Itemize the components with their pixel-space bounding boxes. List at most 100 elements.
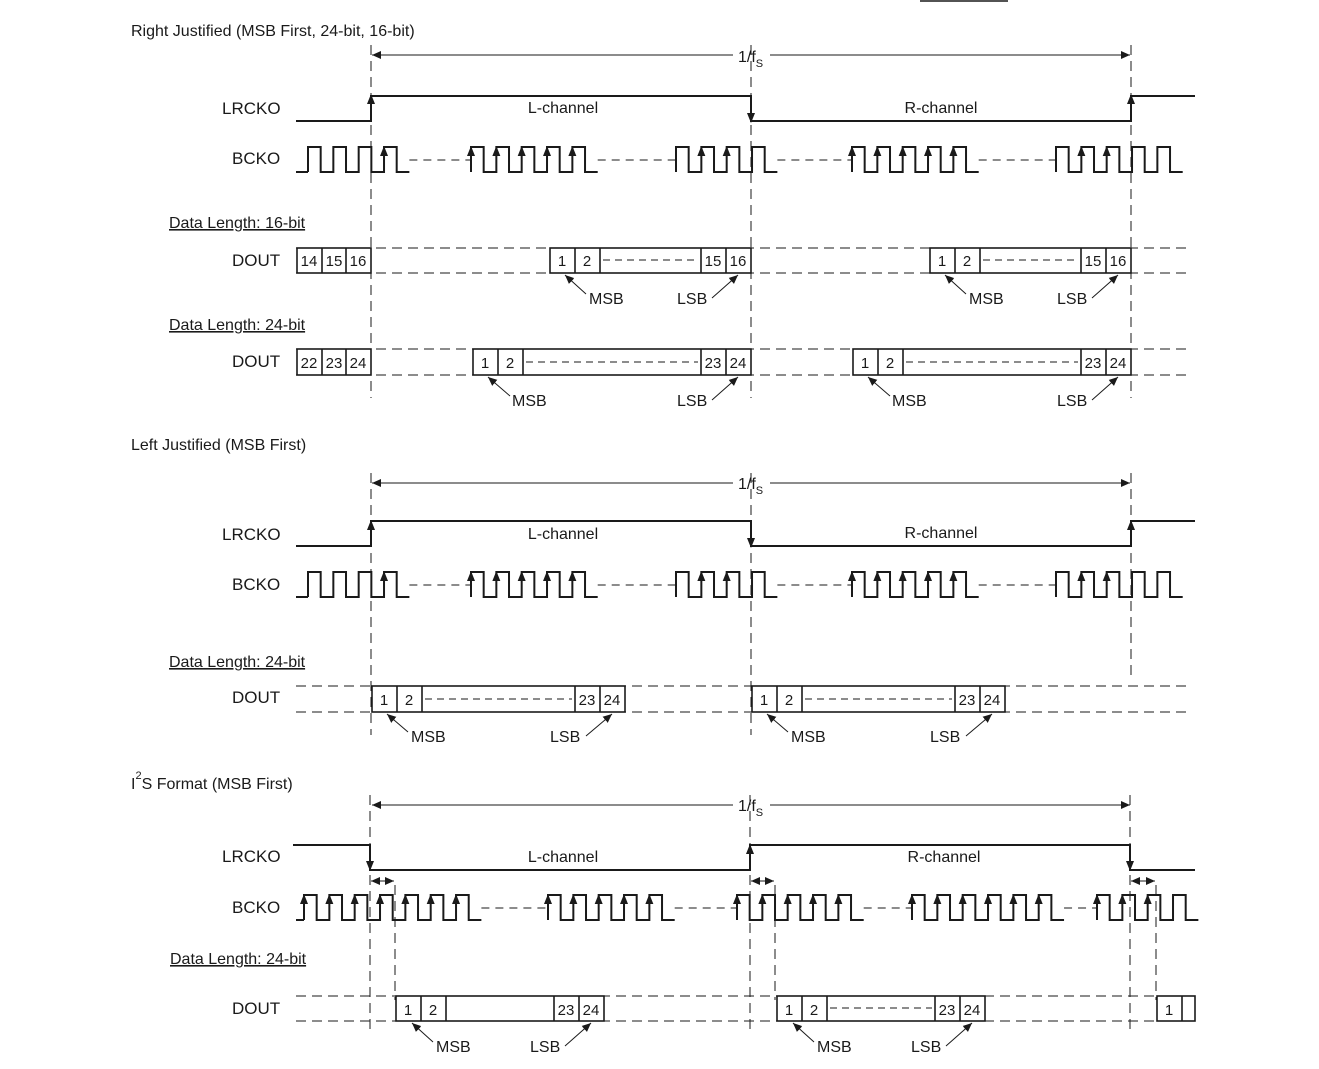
- clock-edge-arrow: [809, 894, 818, 904]
- msb-lsb-pointers: [564, 274, 1119, 299]
- clock-edge-arrow: [1077, 146, 1086, 156]
- clock-edge-arrow: [1143, 894, 1152, 904]
- lrcko-waveform: [296, 520, 1195, 547]
- clock-edge-arrow: [924, 146, 933, 156]
- right-channel-label: R-channel: [905, 525, 978, 542]
- bcko-label: BCKO: [232, 575, 280, 594]
- bcko-waveform: [296, 146, 1183, 173]
- section-title: Right Justified (MSB First, 24-bit, 16-b…: [131, 23, 415, 40]
- msb-lsb-pointers: [487, 376, 1119, 401]
- bit-cell: 1: [380, 692, 388, 709]
- clock-edge-arrow: [645, 894, 654, 904]
- clock-edge-arrow: [568, 146, 577, 156]
- lrcko-label: LRCKO: [222, 847, 281, 866]
- msb-label: MSB: [892, 393, 927, 410]
- clock-edge-arrow: [733, 894, 741, 904]
- bit-cell: 16: [1110, 253, 1127, 270]
- clock-edge-arrow: [325, 894, 334, 904]
- clock-segment: [851, 571, 979, 598]
- dout-word-boxes: [395, 995, 1196, 1022]
- clock-edge-arrow: [783, 894, 792, 904]
- clock-edge-arrow: [722, 146, 731, 156]
- clock-segment: [1055, 571, 1183, 598]
- bit-cell: 2: [963, 253, 971, 270]
- bit-cell: 1: [1165, 1002, 1173, 1019]
- clock-segment: [547, 894, 675, 921]
- bcko-waveform: [296, 571, 1183, 598]
- clock-segment: [736, 894, 864, 921]
- msb-label: MSB: [512, 393, 547, 410]
- period-marker: 1/fS: [372, 49, 1130, 70]
- clock-edge-arrow: [848, 146, 856, 156]
- clock-edge-arrow: [898, 571, 907, 581]
- bit-cell: 2: [583, 253, 591, 270]
- clock-segment: [675, 146, 778, 173]
- bit-cell: 2: [506, 355, 514, 372]
- bit-cell: 2: [785, 692, 793, 709]
- bit-cell: 16: [730, 253, 747, 270]
- left-channel-label: L-channel: [528, 100, 598, 117]
- bit-cell: 1: [861, 355, 869, 372]
- clock-edge-arrow: [568, 571, 577, 581]
- edge-reference-lines: [370, 473, 1132, 735]
- bit-cell: 15: [326, 253, 343, 270]
- clock-edge-arrow: [543, 571, 552, 581]
- clock-edge-arrow: [492, 146, 501, 156]
- clock-edge-arrow: [898, 146, 907, 156]
- clock-edge-arrow: [834, 894, 843, 904]
- right-channel-label: R-channel: [908, 849, 981, 866]
- msb-label: MSB: [969, 291, 1004, 308]
- clock-edge-arrow: [1102, 571, 1111, 581]
- lsb-label: LSB: [677, 291, 707, 308]
- dout-label: DOUT: [232, 352, 280, 371]
- msb-label: MSB: [589, 291, 624, 308]
- clock-edge-arrow: [517, 146, 526, 156]
- clock-edge-arrow: [933, 894, 942, 904]
- msb-label: MSB: [817, 1039, 852, 1056]
- clock-edge-arrow: [380, 146, 389, 156]
- msb-lsb-pointers: [386, 713, 993, 737]
- clock-edge-arrow: [376, 894, 385, 904]
- clock-edge-arrow: [1077, 571, 1086, 581]
- bit-cell: 23: [959, 692, 976, 709]
- section-title: I2S Format (MSB First): [131, 770, 293, 793]
- clock-edge-arrow: [848, 571, 856, 581]
- bit-cell: 2: [405, 692, 413, 709]
- lrcko-waveform: [293, 844, 1195, 871]
- bit-cell: 24: [350, 355, 367, 372]
- bit-cell: 15: [1085, 253, 1102, 270]
- bcko-label: BCKO: [232, 898, 280, 917]
- bit-cell: 1: [785, 1002, 793, 1019]
- lsb-label: LSB: [1057, 291, 1087, 308]
- clock-edge-arrow: [467, 146, 475, 156]
- right-channel-label: R-channel: [905, 100, 978, 117]
- clock-edge-arrow: [452, 894, 461, 904]
- clock-segment: [675, 571, 778, 598]
- clock-edge-arrow: [594, 894, 603, 904]
- bit-cell: 23: [939, 1002, 956, 1019]
- bit-cell: 2: [810, 1002, 818, 1019]
- bit-cell: 1: [481, 355, 489, 372]
- rising-edge-arrow: [1127, 94, 1135, 104]
- left-channel-label: L-channel: [528, 526, 598, 543]
- lsb-label: LSB: [930, 729, 960, 746]
- bit-cell: 23: [579, 692, 596, 709]
- dout-word-boxes: [296, 247, 1132, 274]
- clock-segment: [1055, 146, 1183, 173]
- bit-cell: 15: [705, 253, 722, 270]
- lrcko-waveform: [296, 95, 1195, 122]
- lsb-label: LSB: [911, 1039, 941, 1056]
- clock-edge-arrow: [401, 894, 410, 904]
- clock-edge-arrow: [873, 146, 882, 156]
- clock-segment: [307, 571, 410, 598]
- edge-reference-lines: [370, 45, 1132, 398]
- clock-edge-arrow: [984, 894, 993, 904]
- bit-cell: 23: [558, 1002, 575, 1019]
- bit-cell: 24: [984, 692, 1001, 709]
- rising-edge-arrow: [1127, 520, 1135, 530]
- bit-cell: 1: [558, 253, 566, 270]
- lsb-label: LSB: [530, 1039, 560, 1056]
- lsb-label: LSB: [1057, 393, 1087, 410]
- dout-word-boxes: [371, 685, 1006, 713]
